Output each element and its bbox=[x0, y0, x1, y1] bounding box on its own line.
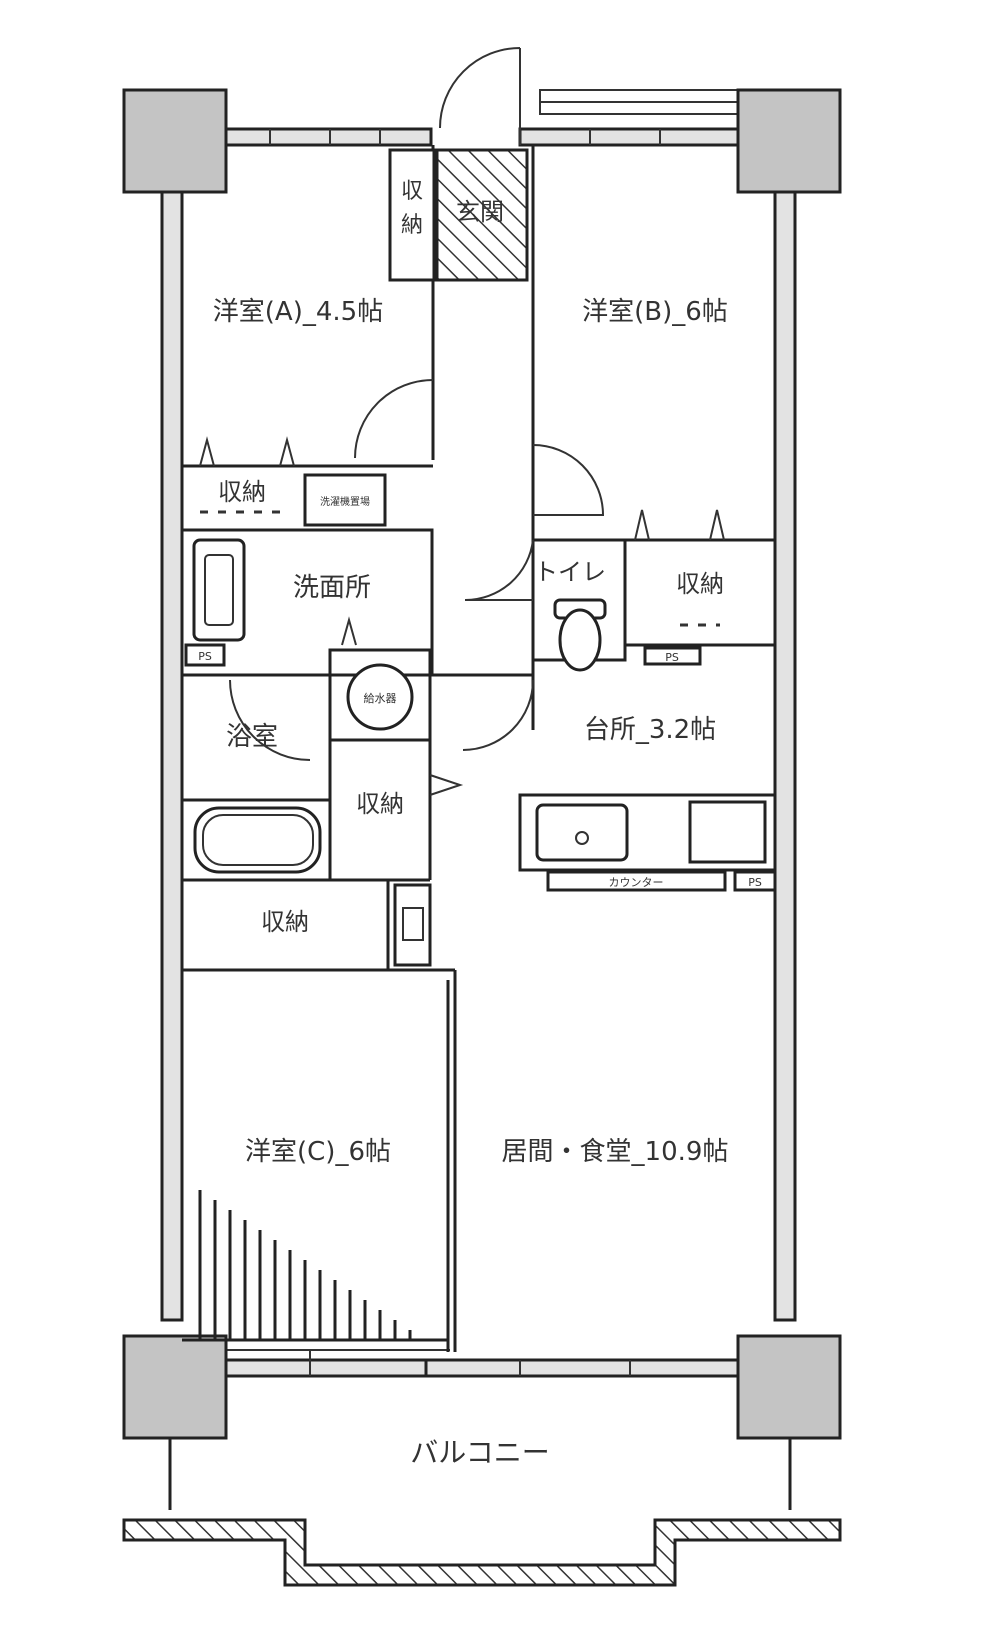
room-a-storage-label: 収納 bbox=[218, 478, 266, 506]
interior-walls bbox=[180, 145, 777, 1352]
room-b-storage-label: 収納 bbox=[676, 570, 724, 598]
counter-label: カウンター bbox=[609, 876, 664, 889]
ps-box-washroom bbox=[184, 643, 226, 667]
east-wall bbox=[773, 188, 797, 1322]
room-labels: 洋室(A)_4.5帖 洋室(B)_6帖 洋室(C)_6帖 居間・食堂_10.9帖… bbox=[198, 179, 762, 1469]
bath-label: 浴室 bbox=[226, 722, 278, 752]
room-a-label: 洋室(A)_4.5帖 bbox=[213, 297, 383, 327]
kitchen-door bbox=[462, 679, 534, 751]
pillar-ne bbox=[736, 88, 842, 194]
kitchen-label: 台所_3.2帖 bbox=[584, 715, 716, 745]
pillar-se bbox=[736, 1334, 842, 1440]
water-heater-label: 給水器 bbox=[364, 691, 397, 705]
bathtub bbox=[193, 806, 322, 874]
ps-label-toilet: PS bbox=[665, 651, 679, 664]
washroom-sink bbox=[192, 538, 246, 642]
entrance-door bbox=[439, 47, 521, 145]
living-label: 居間・食堂_10.9帖 bbox=[502, 1137, 729, 1167]
ps-label-washroom: PS bbox=[198, 650, 212, 663]
ps-box-kitchen bbox=[733, 870, 777, 892]
washer-label: 洗濯機置場 bbox=[320, 495, 370, 508]
room-c-storage-hatch bbox=[182, 1190, 448, 1342]
north-window-left bbox=[224, 127, 433, 147]
pillar-nw bbox=[122, 88, 228, 194]
water-heater bbox=[346, 663, 414, 731]
west-wall bbox=[160, 188, 184, 1322]
ps-box-toilet bbox=[643, 646, 702, 666]
south-window-right bbox=[424, 1358, 740, 1378]
bath-door bbox=[229, 679, 311, 761]
toilet-door bbox=[464, 539, 534, 602]
washer-area bbox=[303, 473, 387, 527]
hall-cabinet bbox=[393, 883, 432, 967]
washroom-label: 洗面所 bbox=[293, 573, 371, 603]
south-window-left bbox=[224, 1358, 428, 1378]
room-b-label: 洋室(B)_6帖 bbox=[582, 297, 728, 327]
entrance-floor bbox=[435, 148, 529, 282]
north-window-right bbox=[518, 127, 740, 147]
room-a-door bbox=[354, 379, 434, 459]
entrance-label: 玄関 bbox=[456, 198, 504, 226]
balcony-label: バルコニー bbox=[410, 1436, 549, 1469]
stove bbox=[688, 800, 767, 864]
doors bbox=[199, 47, 725, 796]
room-b-door bbox=[532, 444, 605, 516]
toilet-bowl bbox=[558, 608, 602, 672]
counter-bar bbox=[546, 870, 727, 892]
fixtures bbox=[184, 473, 777, 967]
balcony-area bbox=[122, 1438, 842, 1587]
room-c-label: 洋室(C)_6帖 bbox=[245, 1137, 391, 1167]
room-c-storage-label: 収納 bbox=[261, 908, 309, 936]
entrance-storage-label-bottom: 納 bbox=[401, 213, 423, 238]
hall-storage-door bbox=[429, 774, 464, 796]
hall-storage-label: 収納 bbox=[356, 790, 404, 818]
toilet-label: トイレ bbox=[534, 558, 606, 586]
entrance-storage-label-top: 収 bbox=[401, 179, 423, 204]
pillar-sw bbox=[122, 1334, 228, 1440]
pillars bbox=[122, 88, 842, 1440]
ps-label-kitchen: PS bbox=[748, 876, 762, 889]
